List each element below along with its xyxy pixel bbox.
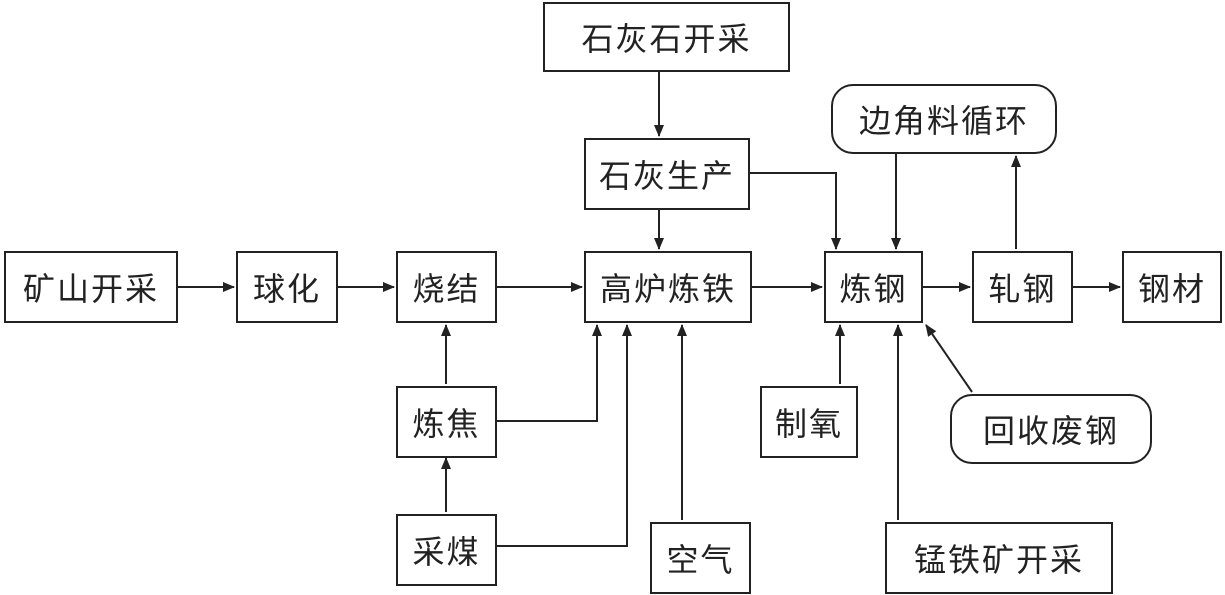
node-blast-furnace: 高炉炼铁 [584,251,752,323]
node-scrap-recovery: 回收废钢 [950,394,1152,464]
node-steel-product: 钢材 [1122,251,1222,323]
node-air: 空气 [650,522,751,594]
arrow-lime-to-steelmaking [750,172,841,250]
node-limestone-mining: 石灰石开采 [543,2,790,72]
node-lime-production: 石灰生产 [584,138,750,210]
node-coal-mining: 采煤 [396,514,497,586]
node-manganese-mining: 锰铁矿开采 [885,522,1113,594]
node-sintering: 烧结 [396,251,497,323]
node-oxygen-production: 制氧 [760,386,858,458]
node-coking: 炼焦 [396,386,497,458]
node-mining: 矿山开采 [4,251,178,323]
arrow-coking-to-blast-furnace [497,324,602,422]
node-rolling: 轧钢 [972,251,1073,323]
node-scrap-recycling: 边角料循环 [831,84,1057,154]
node-pelletizing: 球化 [236,251,338,323]
arrow-coal-to-blast-furnace [497,324,632,547]
arrow-scrap-to-steelmaking [925,324,973,393]
node-steelmaking: 炼钢 [824,251,923,323]
